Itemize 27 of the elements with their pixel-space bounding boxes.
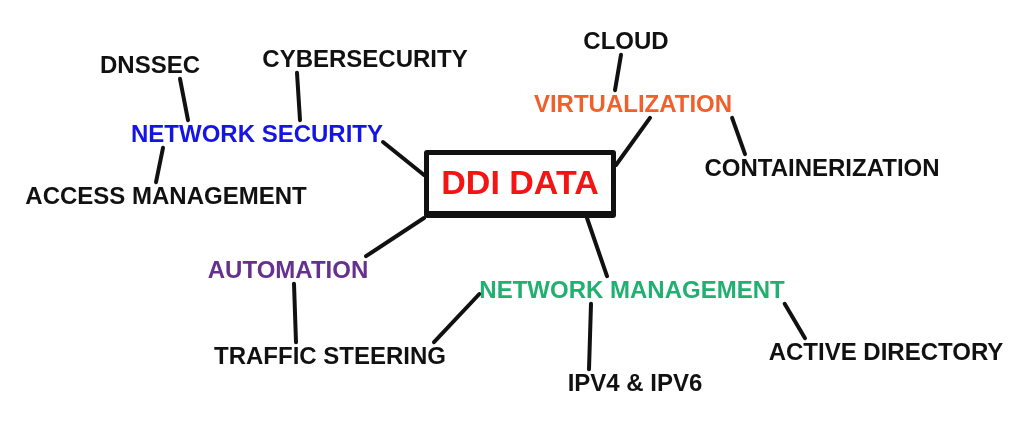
connector-line xyxy=(432,292,482,345)
leaf-label: IPV4 & IPV6 xyxy=(567,369,703,397)
branch-label: NETWORK MANAGEMENT xyxy=(479,276,785,304)
connector-line xyxy=(154,145,165,185)
connector-line xyxy=(178,76,190,123)
leaf-label: CLOUD xyxy=(583,27,669,55)
connector-line xyxy=(614,115,652,167)
leaf-label: ACTIVE DIRECTORY xyxy=(768,338,1004,366)
leaf-label: CONTAINERIZATION xyxy=(704,154,940,182)
central-topic-label: DDI DATA xyxy=(441,163,599,203)
leaf-label: ACCESS MANAGEMENT xyxy=(25,182,307,210)
connector-line xyxy=(292,281,298,345)
leaf-label: CYBERSECURITY xyxy=(262,45,468,73)
connector-line xyxy=(587,301,593,372)
connector-line xyxy=(782,301,807,341)
branch-label: VIRTUALIZATION xyxy=(533,90,733,118)
connector-line xyxy=(730,115,747,157)
leaf-label: DNSSEC xyxy=(100,51,200,79)
connector-line xyxy=(381,140,426,177)
leaf-label: TRAFFIC STEERING xyxy=(214,342,446,370)
branch-label: NETWORK SECURITY xyxy=(131,120,383,148)
central-topic-box xyxy=(424,150,616,218)
connector-line xyxy=(364,216,426,259)
connector-line xyxy=(613,52,623,93)
connector-line xyxy=(585,216,609,279)
connector-line xyxy=(295,70,302,123)
branch-label: AUTOMATION xyxy=(207,256,369,284)
